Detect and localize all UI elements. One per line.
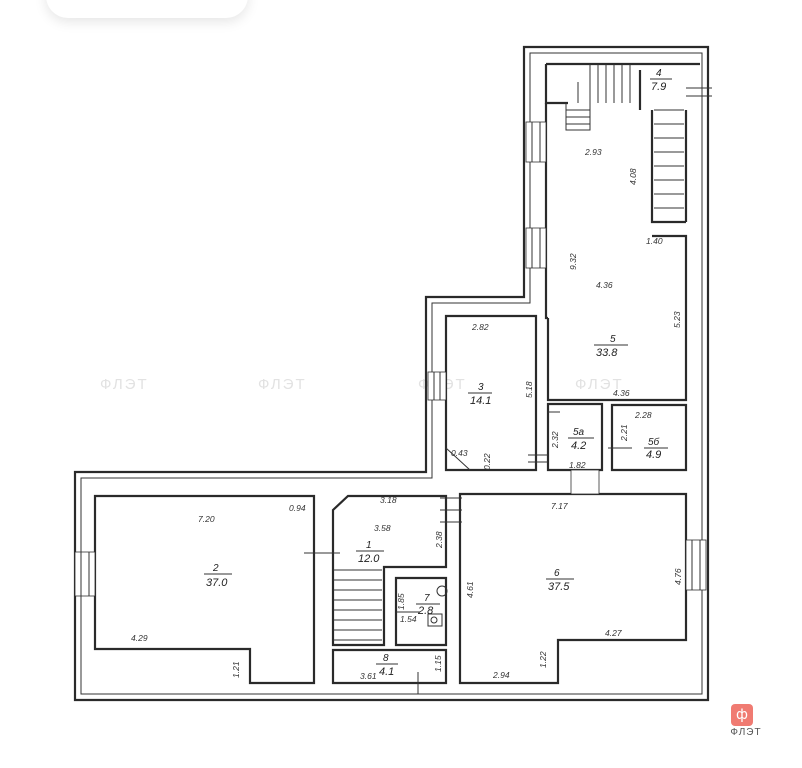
dimension-label: 2.28 — [634, 410, 652, 420]
room-number: 8 — [383, 653, 389, 664]
room-number: 5 — [610, 334, 616, 345]
outer-walls — [73, 45, 710, 702]
dimension-label: 3.61 — [360, 671, 377, 681]
room-area: 14.1 — [470, 395, 491, 407]
room-number: 1 — [366, 540, 372, 551]
dimension-label: 2.21 — [619, 424, 629, 442]
dimension-labels: 2.93 4.08 1.40 9.32 4.36 5.23 4.36 2.82 … — [131, 147, 683, 681]
room-area: 33.8 — [596, 347, 618, 359]
dimension-label: 2.82 — [471, 322, 489, 332]
room-number: 7 — [424, 593, 430, 604]
room-area: 4.1 — [379, 666, 394, 678]
room-number: 5б — [648, 436, 660, 448]
dimension-label: 1.82 — [569, 460, 586, 470]
logo-icon: ф — [736, 707, 748, 723]
doors — [304, 411, 632, 694]
room-area: 37.5 — [548, 581, 570, 593]
dimension-label: 3.18 — [380, 495, 397, 505]
dimension-label: 5.18 — [524, 381, 534, 398]
dimension-label: 1.15 — [433, 655, 443, 672]
room-area: 2.8 — [417, 605, 434, 617]
room-number: 2 — [212, 563, 219, 574]
watermark: ФЛЭТ — [100, 376, 149, 393]
room-area: 4.2 — [571, 440, 586, 452]
room-number: 5a — [573, 427, 585, 438]
room-area: 12.0 — [358, 553, 380, 565]
dimension-label: 2.32 — [550, 431, 560, 449]
dimension-label: 2.94 — [492, 670, 510, 680]
dimension-label: 1.21 — [231, 661, 241, 678]
dimension-label: 4.76 — [673, 568, 683, 585]
room-labels: 4 7.9 5 33.8 3 14.1 5a 4.2 5б 4.9 2 37.0… — [204, 68, 672, 678]
watermark: ФЛЭТ — [258, 376, 307, 393]
dimension-label: 4.36 — [596, 280, 613, 290]
room-number: 4 — [656, 68, 662, 79]
dimension-label: 2.93 — [584, 147, 602, 157]
top-card — [46, 0, 248, 18]
dimension-label: 3.58 — [374, 523, 391, 533]
logo-text: ФЛЭТ — [730, 727, 762, 738]
dimension-label: 1.40 — [646, 236, 663, 246]
room-area: 7.9 — [651, 81, 666, 93]
room-number: 6 — [554, 568, 560, 579]
room-number: 3 — [478, 382, 484, 393]
dimension-label: 7.20 — [198, 514, 215, 524]
logo-badge: ф — [731, 704, 753, 726]
dimension-label: 1.22 — [538, 651, 548, 668]
dimension-label: 0.94 — [289, 503, 306, 513]
watermark-group: ФЛЭТ ФЛЭТ ФЛЭТ ФЛЭТ — [100, 376, 624, 393]
watermark: ФЛЭТ — [575, 376, 624, 393]
dimension-label: 0.22 — [482, 453, 492, 470]
windows — [74, 121, 707, 597]
dimension-label: 4.08 — [628, 168, 638, 185]
dimension-label: 0.43 — [451, 448, 468, 458]
dimension-label: 4.36 — [613, 388, 630, 398]
dimension-label: 4.27 — [605, 628, 622, 638]
dimension-label: 4.29 — [131, 633, 148, 643]
dimension-label: 5.23 — [672, 311, 682, 328]
interior-walls — [93, 62, 700, 685]
dimension-label: 2.38 — [434, 531, 444, 549]
dimension-label: 1.54 — [400, 614, 417, 624]
dimension-label: 1.85 — [396, 593, 406, 610]
dimension-label: 4.61 — [465, 581, 475, 598]
room-area: 37.0 — [206, 577, 228, 589]
dimension-label: 9.32 — [568, 253, 578, 270]
dimension-label: 7.17 — [551, 501, 568, 511]
room-area: 4.9 — [646, 449, 661, 461]
stairs — [333, 64, 712, 641]
